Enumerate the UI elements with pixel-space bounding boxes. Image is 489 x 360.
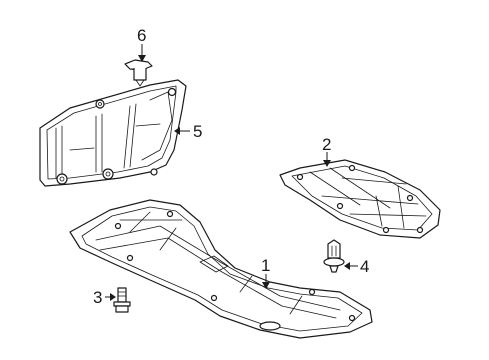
callout-1: 1 — [261, 256, 270, 275]
callout-6: 6 — [137, 26, 146, 45]
push-clip-part-4 — [323, 239, 345, 273]
clip-part-6 — [124, 59, 153, 87]
splash-shield-part-5 — [39, 79, 187, 187]
callout-3: 3 — [93, 288, 102, 307]
skid-plate-part-2 — [279, 159, 441, 239]
bolt-part-3 — [113, 287, 131, 313]
under-cover-part-1 — [69, 199, 373, 339]
callout-4: 4 — [360, 257, 369, 276]
callout-5: 5 — [193, 122, 202, 141]
leader-lines — [105, 44, 358, 301]
callout-2: 2 — [322, 135, 331, 154]
